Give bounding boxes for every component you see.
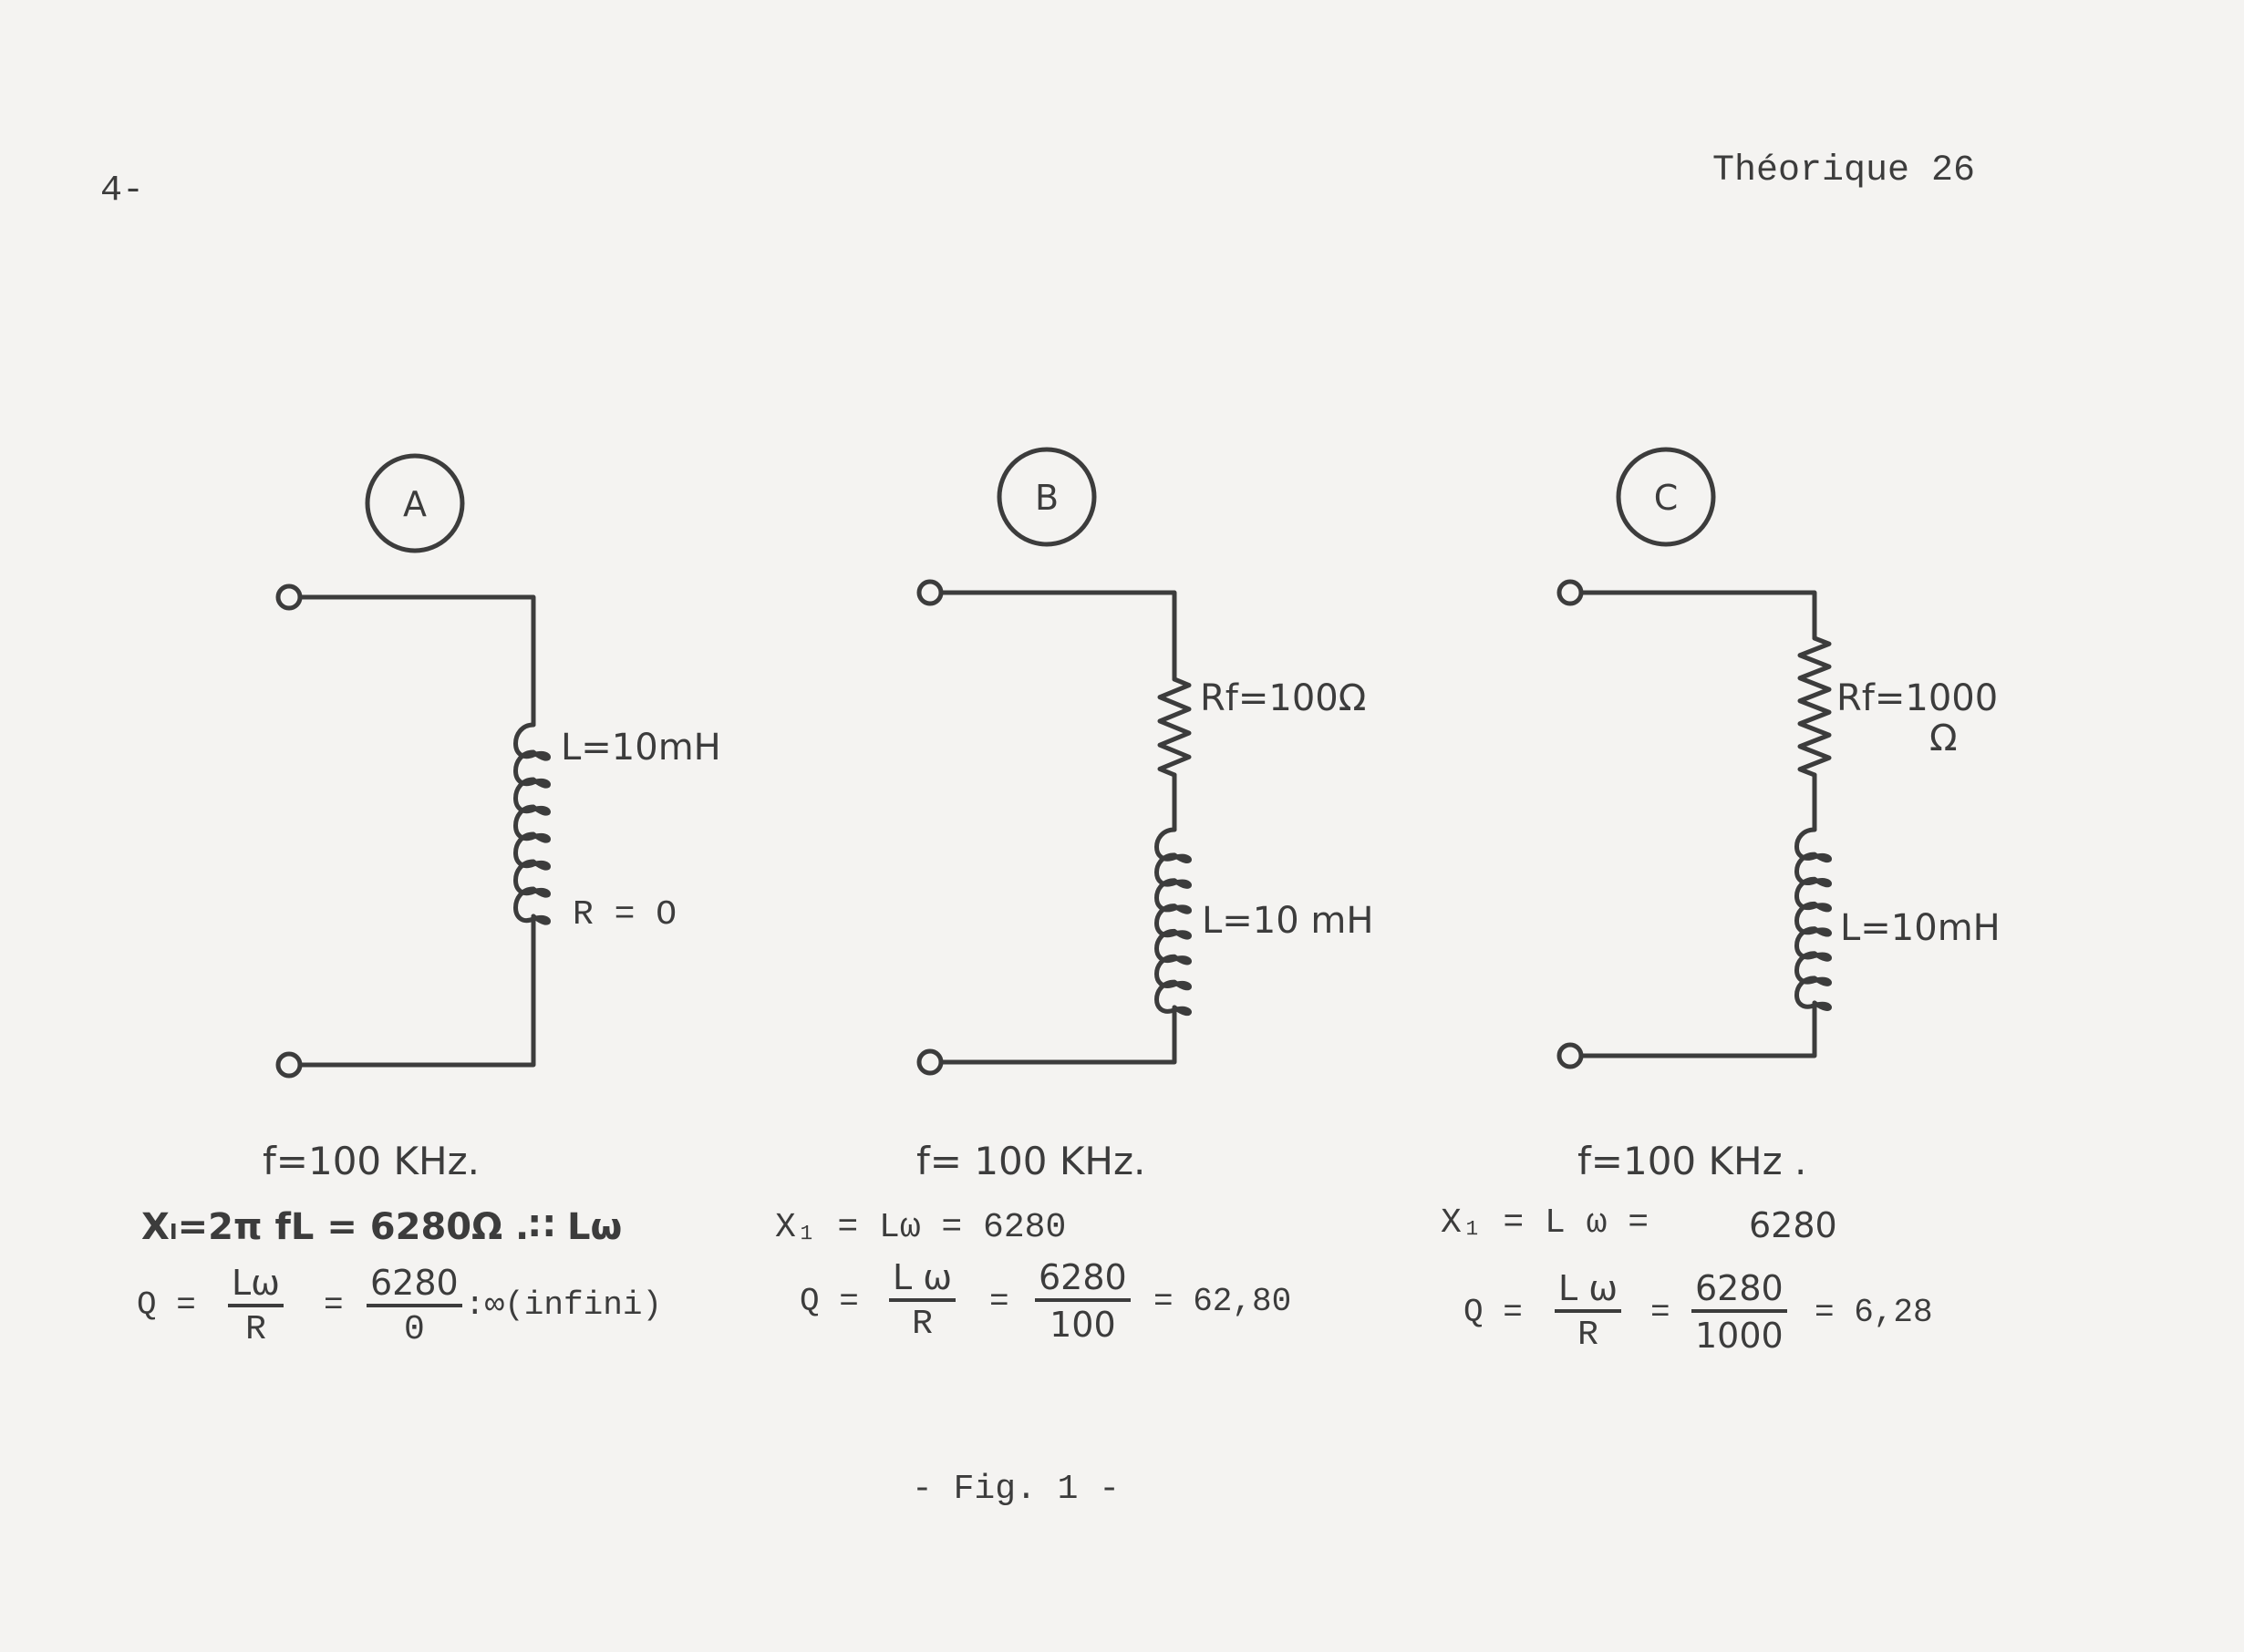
- xl-c: X₁ = L ω =: [1441, 1203, 1649, 1243]
- q-a-lhs: Q =: [137, 1286, 196, 1324]
- wire-c-bottom: [1578, 1000, 1817, 1058]
- freq-b: f= 100 KHz.: [916, 1139, 1146, 1183]
- q-c-frac2-num: 6280: [1691, 1271, 1787, 1313]
- inductor-a: [513, 722, 551, 925]
- q-b-frac2-den: 100: [1050, 1305, 1116, 1345]
- q-b-frac2: 6280 100: [1035, 1260, 1131, 1342]
- q-c-eq: =: [1650, 1294, 1670, 1331]
- resistor-c-unit: Ω: [1929, 718, 1958, 759]
- wire-b-bottom: [938, 1005, 1177, 1065]
- q-a-frac1-den: R: [245, 1310, 266, 1349]
- resistance-a-label: R = O: [573, 895, 677, 934]
- wire-c-top: [1578, 590, 1817, 641]
- q-a-frac2: 6280 0: [367, 1265, 462, 1347]
- q-c-frac1: L ω R: [1555, 1271, 1622, 1355]
- q-b-lhs: Q =: [800, 1283, 859, 1320]
- wire-a-top: [297, 594, 536, 728]
- q-b-frac2-num: 6280: [1035, 1260, 1131, 1302]
- q-b-result: = 62,80: [1153, 1283, 1292, 1320]
- q-a-result: :∞(infini): [465, 1286, 663, 1324]
- terminal-c-bottom: [1556, 1042, 1584, 1069]
- wire-b-top: [938, 590, 1177, 682]
- xl-b: X₁ = Lω = 6280: [775, 1208, 1067, 1247]
- page-number: 4-: [100, 170, 145, 212]
- circuit-c: [1556, 447, 1832, 1069]
- label-a: A: [403, 484, 427, 524]
- q-c-frac1-den: R: [1577, 1316, 1598, 1355]
- q-a-frac1-num: Lω: [228, 1265, 284, 1307]
- inductor-b: [1154, 827, 1192, 1017]
- label-b: B: [1035, 478, 1059, 518]
- xl-a: Xₗ=2π fL = 6280Ω .∷ Lω: [141, 1206, 623, 1248]
- label-circle-b: [997, 447, 1097, 547]
- terminal-c-top: [1556, 579, 1584, 606]
- circuit-b: [916, 447, 1192, 1076]
- freq-a: f=100 KHz.: [263, 1139, 481, 1183]
- q-c-frac2: 6280 1000: [1691, 1271, 1787, 1353]
- inductor-c: [1794, 827, 1832, 1011]
- q-c-frac2-den: 1000: [1695, 1316, 1784, 1356]
- resistor-c-label: Rf=1000: [1836, 677, 1999, 719]
- wire-a-bottom: [297, 914, 536, 1068]
- q-b-frac1-den: R: [912, 1305, 933, 1344]
- resistor-b: [1157, 676, 1192, 778]
- inductor-b-label: L=10 mH: [1202, 900, 1374, 942]
- q-a-frac2-den: 0: [403, 1310, 425, 1349]
- label-circle-c: [1616, 447, 1716, 547]
- resistor-c: [1797, 635, 1832, 778]
- label-circle-a: [365, 453, 465, 553]
- resistor-b-label: Rf=100Ω: [1200, 677, 1367, 719]
- terminal-a-top: [275, 583, 303, 611]
- q-c-lhs: Q =: [1463, 1294, 1523, 1331]
- inductor-a-label: L=10mH: [561, 727, 721, 769]
- q-a-eq: =: [324, 1286, 344, 1324]
- q-b-frac1-num: L ω: [889, 1260, 957, 1302]
- terminal-b-top: [916, 579, 944, 606]
- q-a-frac1: Lω R: [228, 1265, 284, 1347]
- terminal-a-bottom: [275, 1051, 303, 1079]
- circuit-a: [275, 453, 551, 1079]
- q-a-frac2-num: 6280: [367, 1265, 462, 1307]
- figure-caption: - Fig. 1 -: [912, 1470, 1121, 1509]
- q-b-frac1: L ω R: [889, 1260, 957, 1344]
- q-c-frac1-num: L ω: [1555, 1271, 1622, 1313]
- section-header: Théorique 26: [1712, 150, 1976, 191]
- freq-c: f=100 KHz .: [1577, 1139, 1807, 1183]
- xl-c-value: 6280: [1749, 1205, 1837, 1245]
- label-c: C: [1654, 478, 1679, 518]
- terminal-b-bottom: [916, 1048, 944, 1076]
- inductor-c-label: L=10mH: [1840, 907, 2001, 949]
- q-c-result: = 6,28: [1815, 1294, 1933, 1331]
- q-b-eq: =: [989, 1283, 1009, 1320]
